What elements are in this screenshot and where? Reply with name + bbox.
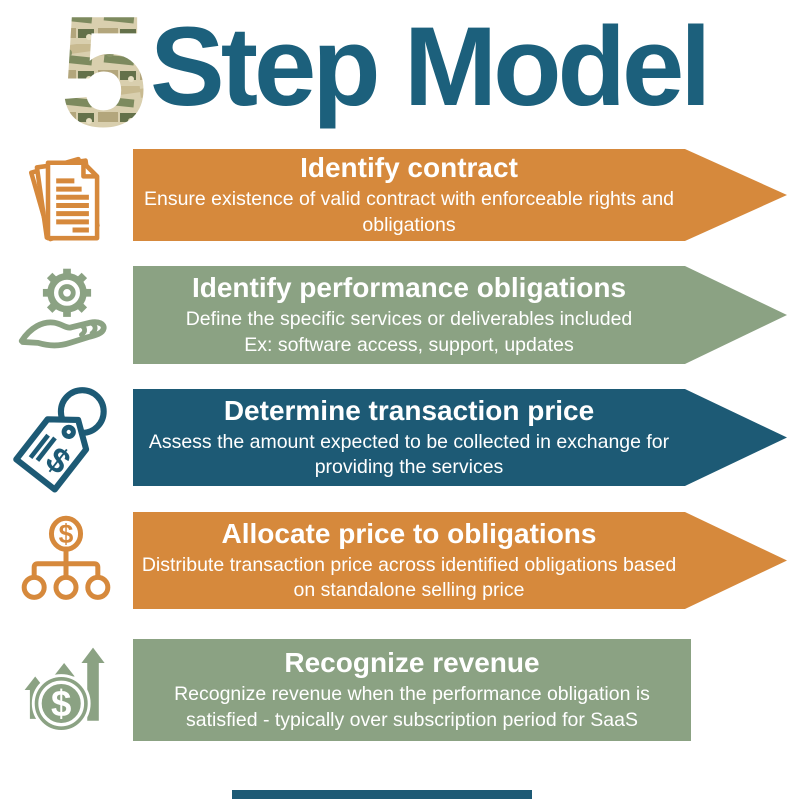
step-description: Distribute transaction price across iden…: [141, 553, 677, 602]
step-description: Assess the amount expected to be collect…: [148, 430, 670, 479]
step-description: Recognize revenue when the performance o…: [174, 683, 650, 731]
rising-arrows-coin-icon: $: [14, 636, 120, 747]
step-heading: Allocate price to obligations: [221, 517, 597, 549]
step-banner-identify-contract: Identify contract Ensure existence of va…: [133, 149, 787, 241]
step-description: Ensure existence of valid contract with …: [143, 188, 675, 236]
svg-text:$: $: [51, 683, 71, 724]
svg-text:5: 5: [60, 2, 148, 132]
step-heading: Determine transaction price: [223, 394, 595, 426]
header: 5 Step Model: [0, 0, 800, 140]
step-heading: Identify contract: [300, 152, 518, 184]
step-heading: Identify performance obligations: [191, 272, 627, 304]
footer-accent-bar: [232, 790, 532, 799]
price-tag-icon: $: [10, 382, 122, 499]
hand-gear-icon: [14, 261, 120, 372]
step-banner-allocate-price: Allocate price to obligations Distribute…: [133, 512, 787, 609]
svg-text:$: $: [59, 519, 74, 549]
documents-icon: [18, 150, 118, 255]
step-description: Define the specific services or delivera…: [185, 308, 633, 356]
step-banner-recognize-revenue: Recognize revenue Recognize revenue when…: [133, 639, 691, 741]
money-textured-number-5: 5: [60, 2, 148, 132]
step-banner-performance-obligations: Identify performance obligations Define …: [133, 266, 787, 364]
step-banner-transaction-price: Determine transaction price Assess the a…: [133, 389, 787, 486]
allocation-hierarchy-icon: $: [16, 511, 116, 616]
step-heading: Recognize revenue: [284, 647, 540, 679]
page-title: Step Model: [150, 4, 711, 129]
